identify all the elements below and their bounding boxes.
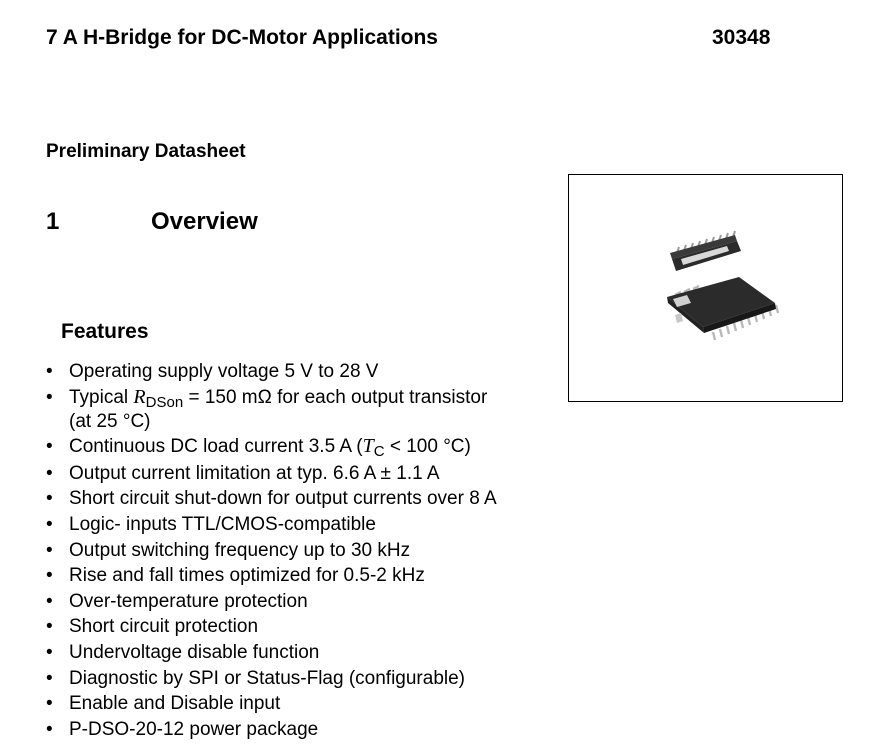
feature-text: Short circuit shut-down for output curre… (69, 488, 497, 510)
package-image (667, 230, 780, 341)
features-heading: Features (61, 320, 149, 343)
part-number: 30348 (712, 26, 771, 49)
feature-item: • Logic- inputs TTL/CMOS-compatible (46, 513, 566, 536)
feature-text: Rise and fall times optimized for 0.5-2 … (69, 565, 425, 587)
feature-text-post: = 150 mΩ for each output transistor (183, 386, 488, 408)
bullet: • (46, 488, 53, 510)
bullet: • (46, 641, 53, 663)
feature-item: • Short circuit protection (46, 615, 566, 638)
feature-text: Diagnostic by SPI or Status-Flag (config… (69, 667, 466, 689)
feature-text: Output switching frequency up to 30 kHz (69, 539, 411, 561)
bullet: • (46, 565, 53, 587)
feature-text: Output current limitation at typ. 6.6 A … (69, 462, 440, 484)
feature-text: P-DSO-20-12 power package (69, 718, 319, 740)
feature-text-line2: (at 25 °C) (69, 410, 151, 432)
document-title: 7 A H-Bridge for DC-Motor Applications (46, 26, 438, 49)
bullet: • (46, 667, 53, 689)
document-type: Preliminary Datasheet (46, 141, 246, 162)
features-list: • Operating supply voltage 5 V to 28 V • T… (46, 360, 566, 743)
section-number: 1 (46, 208, 60, 235)
bullet: • (46, 462, 53, 484)
bullet: • (46, 539, 53, 561)
subscript-c: C (373, 443, 385, 461)
feature-text: Short circuit protection (69, 616, 259, 638)
bullet: • (46, 513, 53, 535)
feature-item: • Rise and fall times optimized for 0.5-2… (46, 564, 566, 587)
feature-text: Enable and Disable input (69, 693, 281, 715)
feature-item: • Output current limitation at typ. 6.6 A… (46, 462, 566, 485)
feature-item: • Over-temperature protection (46, 590, 566, 613)
feature-text-pre: Continuous DC load current 3.5 A ( (69, 436, 363, 458)
package-bottom-view (667, 277, 780, 341)
feature-text: Over-temperature protection (69, 590, 308, 612)
feature-text: Operating supply voltage 5 V to 28 V (69, 361, 379, 382)
feature-item: • Enable and Disable input (46, 692, 566, 715)
feature-item: • Continuous DC load current 3.5 A (TC < … (46, 435, 566, 461)
feature-item: • Diagnostic by SPI or Status-Flag (confi… (46, 667, 566, 690)
feature-item: • Output switching frequency up to 30 kHz (46, 539, 566, 562)
bullet: • (46, 386, 53, 408)
feature-item: • Undervoltage disable function (46, 641, 566, 664)
feature-text: Logic- inputs TTL/CMOS-compatible (69, 513, 376, 535)
feature-text-pre: Typical (69, 386, 134, 408)
feature-item: • P-DSO-20-12 power package (46, 718, 566, 741)
section-title: Overview (151, 208, 258, 235)
subscript-dson: DSon (145, 393, 184, 411)
bullet: • (46, 616, 53, 638)
feature-text-post: < 100 °C) (384, 436, 471, 458)
feature-text: Undervoltage disable function (69, 641, 320, 663)
feature-item: • Short circuit shut-down for output curr… (46, 487, 566, 510)
package-image-frame (568, 174, 843, 402)
symbol-r: R (133, 385, 146, 408)
bullet: • (46, 436, 53, 458)
feature-item: • Typical RDSon = 150 mΩ for each output … (46, 386, 566, 433)
bullet: • (46, 361, 53, 382)
feature-item: • Operating supply voltage 5 V to 28 V (46, 360, 566, 383)
bullet: • (46, 718, 53, 740)
bullet: • (46, 693, 53, 715)
package-top-view (670, 230, 741, 271)
symbol-t: T (362, 435, 374, 458)
bullet: • (46, 590, 53, 612)
